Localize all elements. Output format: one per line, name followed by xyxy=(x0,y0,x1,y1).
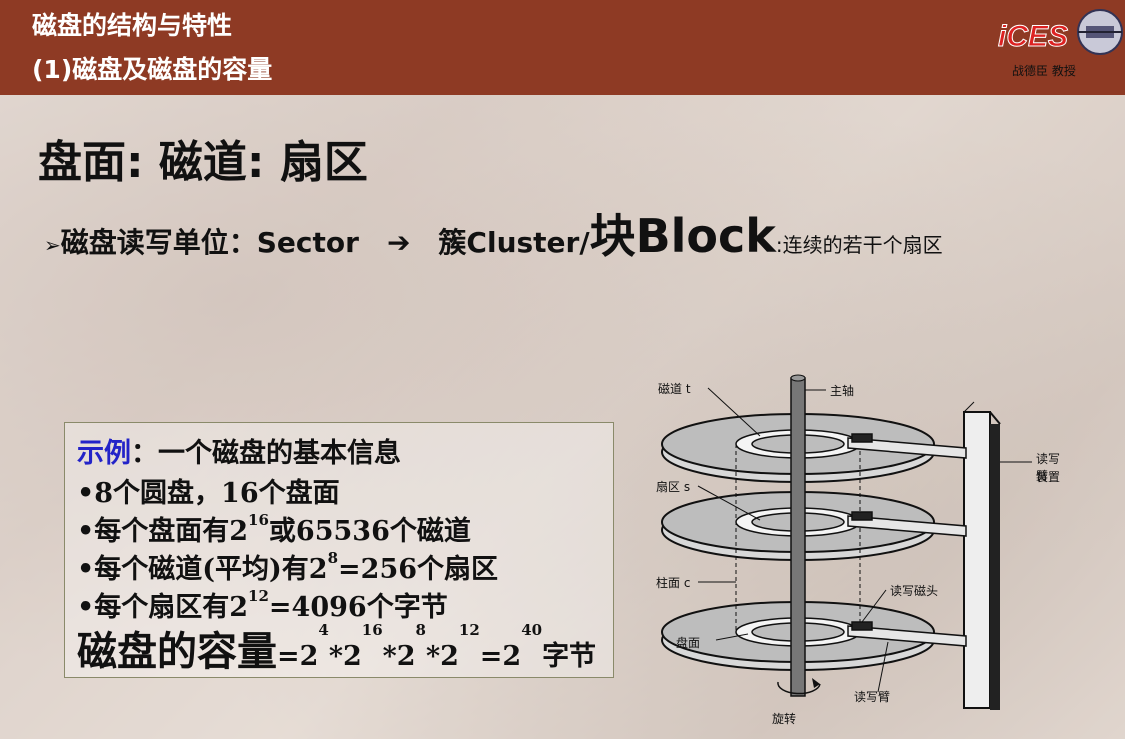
example-line-bytes: •每个扇区有212=4096个字节 xyxy=(77,585,448,624)
tracks-post: 或65536个磁道 xyxy=(268,516,471,547)
cap-a: =2 xyxy=(277,641,319,672)
bullet-tail: :连续的若干个扇区 xyxy=(775,233,943,257)
author-caption: 战德臣 教授 xyxy=(1012,64,1076,78)
cap-f: 字节 xyxy=(542,641,597,672)
content-area xyxy=(0,95,1125,739)
example-line-platters: •8个圆盘，16个盘面 xyxy=(77,478,340,509)
spindle xyxy=(790,374,806,697)
label-head: 读写磁头 xyxy=(890,584,939,598)
arms xyxy=(847,433,967,647)
cap-s5: 40 xyxy=(521,621,543,639)
label-spindle: 主轴 xyxy=(830,384,855,398)
bytes-pre: •每个扇区有2 xyxy=(77,592,249,623)
label-arm-assembly-1: 读写臂 xyxy=(1036,452,1061,483)
cap-c: *2 xyxy=(382,641,416,672)
example-box: 示例：一个磁盘的基本信息 •8个圆盘，16个盘面 •每个盘面有216或65536… xyxy=(64,422,614,678)
sectors-pre: •每个磁道(平均)有2 xyxy=(77,554,328,585)
arm-assembly xyxy=(963,401,1001,710)
label-surface: 盘面 xyxy=(676,636,701,650)
header-subtitle: (1)磁盘及磁盘的容量 xyxy=(32,55,273,84)
label-rotation: 旋转 xyxy=(772,712,797,726)
example-capacity: 磁盘的容量=24*216*28*212=240字节 xyxy=(77,619,596,677)
example-line-sectors: •每个磁道(平均)有28=256个扇区 xyxy=(77,547,498,586)
emblem-icon xyxy=(1077,9,1123,55)
bytes-exp: 12 xyxy=(248,587,269,605)
slide-header: 磁盘的结构与特性 (1)磁盘及磁盘的容量 iCES 战德臣 教授 xyxy=(0,0,1125,95)
sectors-post: =256个扇区 xyxy=(338,554,499,585)
cap-b: *2 xyxy=(328,641,362,672)
arrow-icon: ➔ xyxy=(386,226,411,259)
tracks-pre: •每个盘面有2 xyxy=(77,516,249,547)
cap-e: =2 xyxy=(479,641,522,672)
label-arm-assembly-2: 装置 xyxy=(1036,470,1061,484)
cap-s3: 8 xyxy=(415,621,426,639)
ices-logo: iCES xyxy=(990,2,1125,86)
bullet-lead: 磁盘读写单位：Sector xyxy=(60,226,359,259)
example-heading-text: ：一个磁盘的基本信息 xyxy=(131,438,401,469)
disk-structure-diagram: 磁道 t 主轴 读写臂 装置 扇区 s 柱面 c 读写磁头 盘面 读写臂 旋转 xyxy=(648,372,1068,734)
logo-text: iCES xyxy=(998,20,1068,53)
bullet-read-write-unit: ➢ 磁盘读写单位：Sector ➔ 簇Cluster/ 块Block :连续的若… xyxy=(44,200,943,266)
cap-s1: 4 xyxy=(318,621,329,639)
label-sector: 扇区 s xyxy=(656,480,691,494)
cap-d: *2 xyxy=(425,641,459,672)
example-label: 示例 xyxy=(77,438,131,469)
tracks-exp: 16 xyxy=(248,511,269,529)
bytes-post: =4096个字节 xyxy=(268,592,448,623)
cap-s2: 16 xyxy=(361,621,383,639)
capacity-label: 磁盘的容量 xyxy=(77,629,277,675)
bullet-marker: ➢ xyxy=(44,233,61,257)
bullet-mid: 簇Cluster/ xyxy=(438,226,590,259)
label-track: 磁道 t xyxy=(658,382,691,396)
cap-s4: 12 xyxy=(458,621,480,639)
label-arm: 读写臂 xyxy=(854,690,891,704)
example-heading: 示例：一个磁盘的基本信息 xyxy=(77,431,401,470)
slide-title: 盘面: 磁道: 扇区 xyxy=(38,137,368,188)
label-cylinder: 柱面 c xyxy=(656,576,691,590)
bullet-big: 块Block xyxy=(589,209,776,263)
sectors-exp: 8 xyxy=(327,549,339,567)
example-line-tracks: •每个盘面有216或65536个磁道 xyxy=(77,509,471,548)
header-title: 磁盘的结构与特性 xyxy=(32,11,233,40)
